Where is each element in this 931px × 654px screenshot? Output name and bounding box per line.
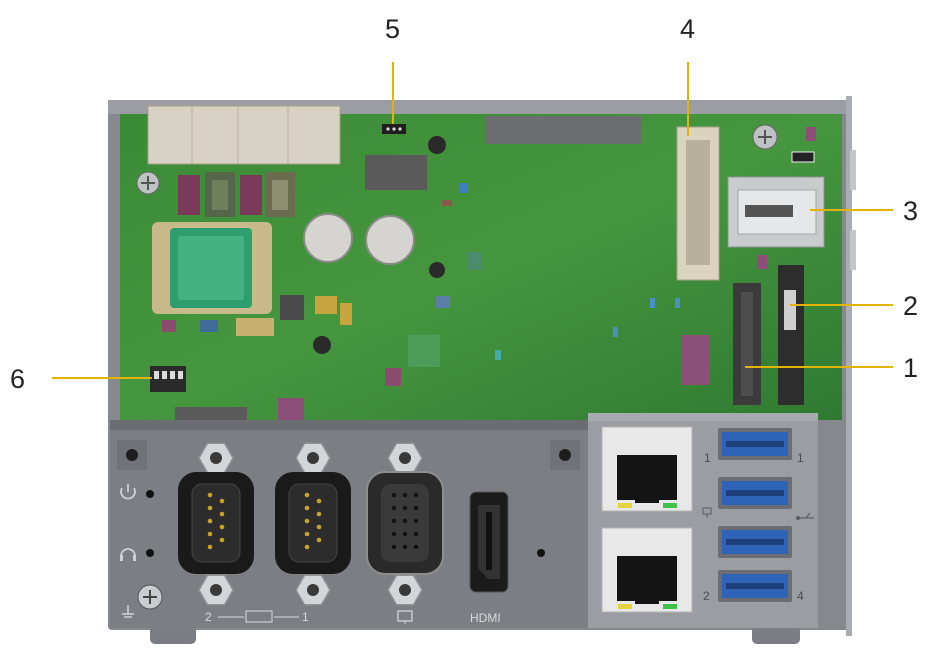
lan-port-2[interactable] — [601, 527, 693, 613]
power-led — [146, 490, 154, 498]
com-port-2[interactable] — [178, 442, 254, 606]
usb-num-top-right: 1 — [797, 451, 804, 465]
usb-port-internal — [727, 176, 825, 248]
pins — [391, 492, 419, 550]
io-panel: 2 1 HDMI — [110, 420, 590, 628]
heatsink-fin — [850, 230, 856, 270]
vga-port[interactable] — [366, 442, 444, 606]
screw-hole — [537, 549, 545, 557]
m2-slot — [676, 126, 720, 281]
hex-standoff — [387, 442, 423, 474]
pcb-board — [120, 105, 842, 422]
headset-icon — [120, 548, 136, 561]
callout-2: 2 — [903, 291, 918, 321]
callout-1: 1 — [903, 353, 918, 383]
hdmi-label: HDMI — [470, 611, 501, 625]
callouts: 5 4 3 2 1 6 — [10, 14, 918, 394]
pins — [304, 492, 322, 550]
com-label-box — [245, 610, 273, 623]
hdmi-port[interactable] — [469, 491, 509, 593]
callout-6: 6 — [10, 364, 25, 394]
power-icon — [120, 484, 136, 500]
network-icon — [702, 507, 712, 518]
com-label-left: 2 — [205, 610, 212, 624]
network-usb-panel: 1 2 1 4 — [588, 413, 818, 628]
com-label-right: 1 — [302, 610, 309, 624]
hex-standoff — [387, 574, 423, 606]
usb3-port-1[interactable] — [718, 428, 792, 460]
top-dark-bar — [485, 116, 641, 144]
small-connector — [791, 151, 815, 163]
usb-num-bottom-right: 4 — [797, 589, 804, 603]
monitor-icon — [397, 610, 413, 624]
hex-standoff — [198, 574, 234, 606]
mini-slot — [733, 283, 761, 405]
usb-superspeed-icon — [796, 512, 814, 520]
audio-jack — [146, 549, 154, 557]
hex-standoff — [198, 442, 234, 474]
heatsink-fin — [850, 150, 856, 190]
sim-connector — [778, 265, 804, 405]
lan-port-1[interactable] — [601, 426, 693, 512]
hex-standoff — [295, 574, 331, 606]
capacitor — [303, 213, 353, 263]
usb-num-top-left: 1 — [704, 451, 711, 465]
mount-tab-left — [150, 626, 196, 644]
com-port-1[interactable] — [275, 442, 351, 606]
usb3-port-2[interactable] — [718, 477, 792, 509]
usb3-port-3[interactable] — [718, 526, 792, 558]
usb3-port-4[interactable] — [718, 570, 792, 602]
dip-switch — [150, 366, 186, 392]
callout-4: 4 — [680, 14, 695, 44]
ground-screw — [137, 584, 163, 610]
callout-3: 3 — [903, 196, 918, 226]
top-connector-block — [147, 105, 341, 165]
capacitor — [365, 215, 415, 265]
pins — [207, 492, 225, 550]
mount-tab-right — [752, 626, 800, 644]
hex-standoff — [295, 442, 331, 474]
usb-num-bottom-left: 2 — [703, 589, 710, 603]
chip — [365, 155, 427, 190]
ground-icon — [122, 605, 134, 618]
callout-5: 5 — [385, 14, 400, 44]
